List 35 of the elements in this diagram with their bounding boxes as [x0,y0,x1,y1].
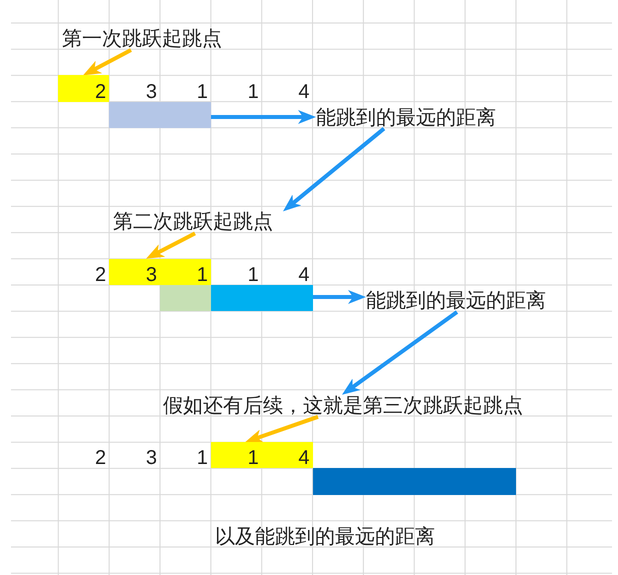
range-bar [312,468,516,495]
number-text: 3 [146,82,157,102]
number-text: 1 [248,82,259,102]
arrow [244,414,319,444]
arrow [312,290,366,304]
number-text: 3 [146,448,157,468]
highlighted-range [210,442,313,468]
highlighted-range [109,258,211,285]
arrow [82,48,132,78]
number-text: 2 [95,448,106,468]
arrow [145,232,196,261]
number-text: 1 [248,448,259,468]
range-bar [210,285,313,312]
number-text: 4 [298,264,310,285]
annotation-text: 第二次跳跃起跳点 [113,211,273,234]
highlighted-range [58,75,110,102]
number-text: 1 [196,448,208,468]
annotation-text: 第一次跳跃起跳点 [62,28,222,50]
number-text: 3 [146,264,157,285]
number-text: 2 [95,264,106,285]
range-bar [160,285,211,312]
number-text: 1 [248,264,259,285]
number-text: 4 [298,448,310,468]
annotation-text: 假如还有后续，这就是第三次跳跃起跳点 [163,394,523,417]
number-text: 1 [196,82,208,102]
number-text: 4 [298,82,310,102]
range-bar [109,102,211,128]
arrow [282,127,386,213]
annotation-text: 能跳到的最远的距离 [316,106,496,129]
number-text: 2 [95,82,106,102]
arrow [340,310,458,396]
arrow [210,110,316,124]
annotation-text: 能跳到的最远的距离 [366,290,546,312]
number-text: 1 [196,264,208,285]
annotation-text: 以及能跳到的最远的距离 [215,526,435,548]
